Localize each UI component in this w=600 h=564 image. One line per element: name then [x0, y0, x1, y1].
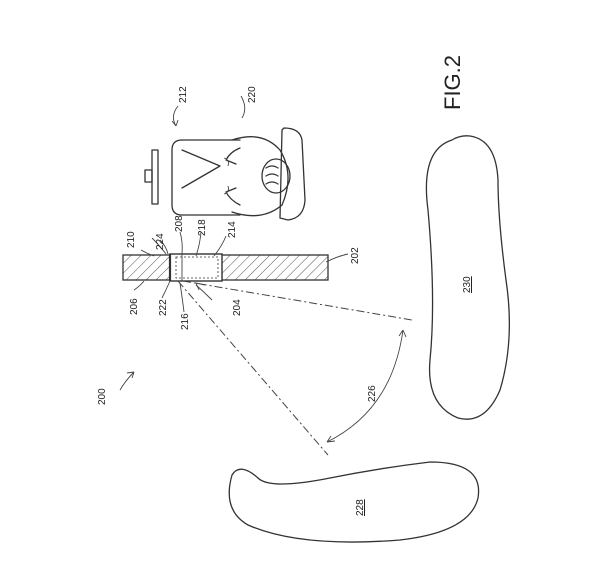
leader-lines: [119, 95, 349, 391]
label-214: 214: [227, 221, 238, 238]
label-230: 230: [462, 276, 473, 293]
reference-labels: 200 212 220 210 224 208 218 214 206 222 …: [97, 55, 473, 516]
label-208: 208: [174, 215, 185, 232]
label-210: 210: [126, 231, 137, 248]
label-222: 222: [158, 299, 169, 316]
figure-title: FIG.2: [440, 55, 465, 110]
label-226: 226: [367, 385, 378, 402]
label-216: 216: [180, 313, 191, 330]
label-206: 206: [129, 298, 140, 315]
window-assembly: [168, 253, 223, 282]
label-202: 202: [350, 247, 361, 264]
label-218: 218: [197, 219, 208, 236]
label-212: 212: [178, 86, 189, 103]
label-224: 224: [155, 233, 166, 250]
label-220: 220: [247, 86, 258, 103]
label-200: 200: [97, 388, 108, 405]
footprint-228: [228, 461, 480, 543]
label-228: 228: [355, 499, 366, 516]
label-204: 204: [232, 299, 243, 316]
field-of-view: [177, 280, 413, 456]
wall: [122, 254, 329, 281]
person-at-desk: [144, 127, 306, 221]
footprint-230: [425, 135, 511, 420]
